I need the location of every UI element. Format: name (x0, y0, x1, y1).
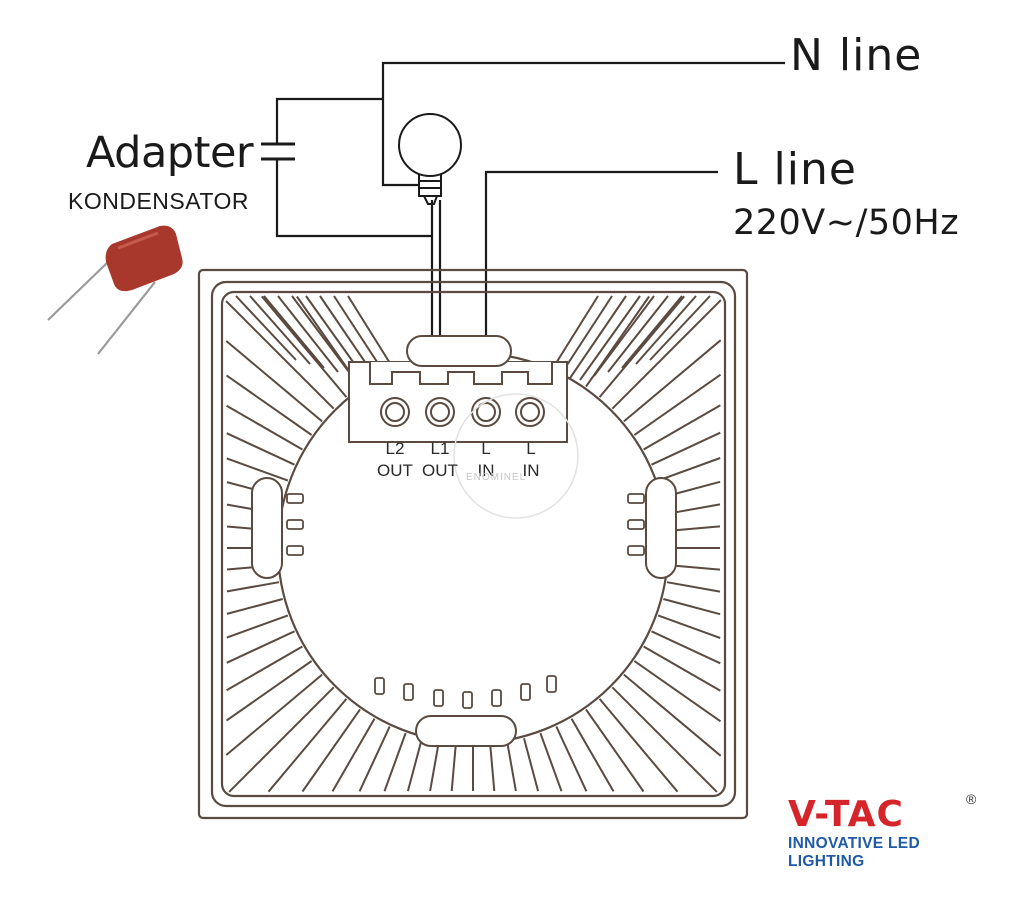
slat (226, 630, 295, 664)
slat (607, 295, 669, 373)
terminal-label-top: L (526, 439, 536, 458)
slat (657, 614, 721, 639)
slat (643, 404, 721, 451)
l-line-wire (484, 170, 718, 400)
slat (225, 300, 335, 410)
slat (657, 457, 721, 482)
terminal-label-top: L1 (430, 439, 450, 458)
slat (565, 295, 627, 385)
slat (621, 295, 683, 369)
watermark-circle (453, 393, 579, 519)
slat (225, 673, 323, 756)
slat (633, 660, 722, 723)
slat (226, 614, 289, 639)
slat (277, 295, 339, 373)
slat (406, 738, 423, 792)
kondensator-label: KONDENSATOR (68, 188, 250, 214)
slat (523, 738, 540, 792)
terminal-l2-out: L2 OUT (375, 438, 415, 482)
slat (651, 431, 721, 466)
n-line-label: N line (790, 30, 923, 81)
terminal-screws (380, 397, 545, 427)
slat (291, 295, 353, 377)
slat (489, 744, 496, 792)
terminal-label-bottom: OUT (422, 461, 458, 480)
slat (267, 698, 348, 793)
capacitor-bottom-wire (275, 160, 432, 238)
adapter-label: Adapter (86, 128, 254, 178)
clip-tabs (286, 493, 645, 709)
slat (450, 744, 457, 792)
slat (226, 432, 295, 466)
slat (301, 708, 361, 793)
slat (429, 741, 440, 792)
slat (263, 295, 325, 369)
slat (598, 295, 685, 398)
capacitor-photo (47, 225, 183, 355)
slat (669, 525, 721, 532)
slat (623, 339, 722, 423)
switch-base (197, 268, 749, 820)
slat (226, 581, 280, 593)
slat (226, 598, 283, 615)
slat (611, 686, 718, 793)
capacitor-top-wire (275, 97, 383, 143)
slat (570, 718, 615, 792)
slat (383, 732, 407, 792)
slat (555, 726, 588, 792)
slat (651, 630, 721, 665)
slat (585, 708, 645, 793)
brand-tagline: INNOVATIVE LED LIGHTING (788, 835, 920, 870)
terminal-label-bottom: IN (522, 461, 540, 480)
terminal-l-in-2: L IN (511, 438, 551, 482)
mounting-clips (251, 335, 677, 747)
terminal-label-bottom: OUT (377, 461, 413, 480)
slat (649, 295, 711, 361)
watermark-text: ENOMINEL (466, 472, 527, 483)
slat (249, 295, 311, 365)
slat (663, 598, 721, 616)
slat (226, 404, 303, 451)
slat (225, 660, 313, 722)
slat (226, 645, 303, 692)
slat (331, 718, 376, 792)
slat (635, 295, 697, 365)
slat (598, 698, 679, 793)
slat (358, 726, 391, 792)
terminal-label-top: L2 (385, 439, 405, 458)
brand-logo: V-TAC ® INNOVATIVE LED LIGHTING (788, 791, 988, 871)
n-line-wire (381, 61, 785, 187)
registered-mark: ® (966, 791, 977, 807)
slat (506, 741, 517, 792)
lamp-icon (398, 113, 462, 205)
slat (579, 295, 641, 381)
slat (539, 732, 563, 792)
slat (225, 374, 313, 436)
brand-name: V-TAC (788, 794, 904, 835)
voltage-label: 220V~/50Hz (733, 203, 960, 243)
terminal-label-bottom: IN (477, 461, 495, 480)
terminal-label-top: L (481, 439, 491, 458)
slat (228, 686, 335, 793)
slat (225, 340, 323, 423)
slat (666, 581, 721, 593)
terminal-l-in-1: L IN (466, 438, 506, 482)
slat (633, 373, 722, 436)
slat (593, 295, 655, 377)
l-line-label: L line (733, 144, 857, 195)
terminal-l1-out: L1 OUT (420, 438, 460, 482)
slat (643, 645, 721, 692)
slat (623, 673, 722, 757)
slat (235, 295, 297, 361)
capacitor-symbol (261, 142, 295, 161)
slat (669, 564, 721, 571)
slat (226, 457, 289, 482)
slat (261, 295, 348, 398)
slat (611, 299, 722, 410)
